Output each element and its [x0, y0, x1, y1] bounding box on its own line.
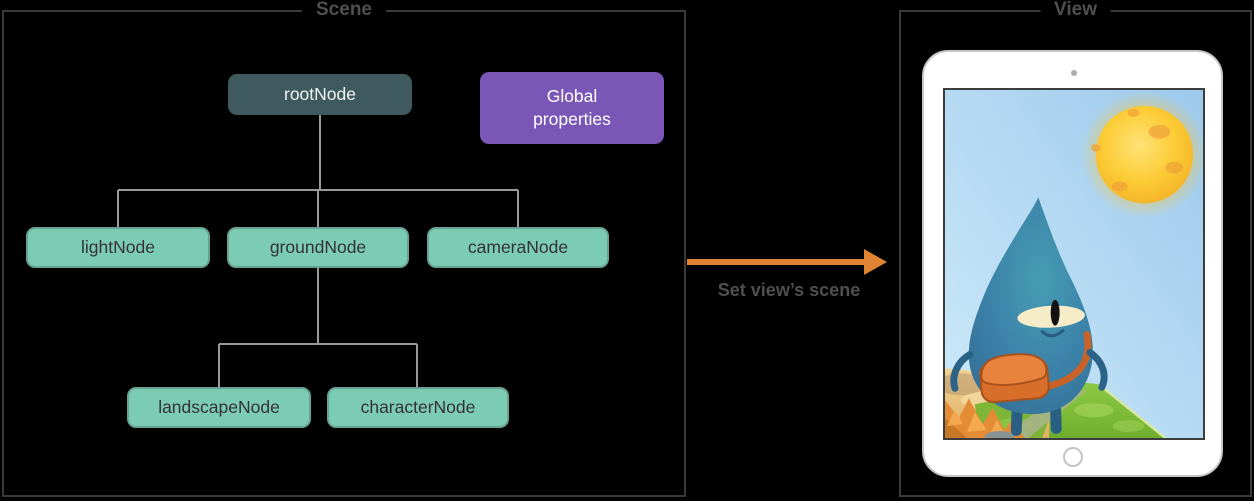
scene-panel-legend: Scene — [302, 0, 386, 21]
right-arm — [1086, 349, 1108, 391]
left-arm — [950, 351, 974, 392]
node-landscapeNode-label: landscapeNode — [158, 397, 280, 417]
view-panel-legend: View — [1040, 0, 1111, 21]
scene-panel: Scene rootNode Global properties lightNo… — [2, 0, 686, 497]
ipad-device — [922, 50, 1223, 477]
character-pupil — [1050, 299, 1060, 326]
stone — [984, 431, 1015, 438]
node-characterNode: characterNode — [327, 387, 509, 428]
node-characterNode-label: characterNode — [360, 397, 476, 417]
node-cameraNode: cameraNode — [427, 227, 609, 268]
node-global-properties-label: Global properties — [533, 86, 611, 129]
node-groundNode: groundNode — [227, 227, 409, 268]
ipad-screen — [943, 88, 1205, 440]
scene-render-illustration — [945, 90, 1203, 438]
view-panel: View — [899, 0, 1252, 497]
node-cameraNode-label: cameraNode — [467, 237, 569, 257]
node-lightNode: lightNode — [26, 227, 210, 268]
node-landscapeNode: landscapeNode — [127, 387, 311, 428]
character-smile — [1040, 329, 1065, 338]
node-groundNode-label: groundNode — [269, 237, 367, 257]
character-bag — [979, 353, 1050, 404]
tree-connector-lines — [117, 115, 519, 387]
node-global-properties: Global properties — [480, 72, 664, 144]
set-scene-arrow-icon — [687, 249, 887, 275]
node-lightNode-label: lightNode — [81, 237, 155, 257]
water-drop-character — [950, 197, 1108, 437]
sun-icon — [1090, 105, 1194, 204]
node-rootNode: rootNode — [228, 74, 412, 115]
ipad-camera-dot — [1071, 70, 1077, 76]
node-rootNode-label: rootNode — [284, 84, 356, 104]
ipad-home-button — [1063, 447, 1083, 467]
set-scene-arrow-label: Set view’s scene — [717, 280, 861, 300]
